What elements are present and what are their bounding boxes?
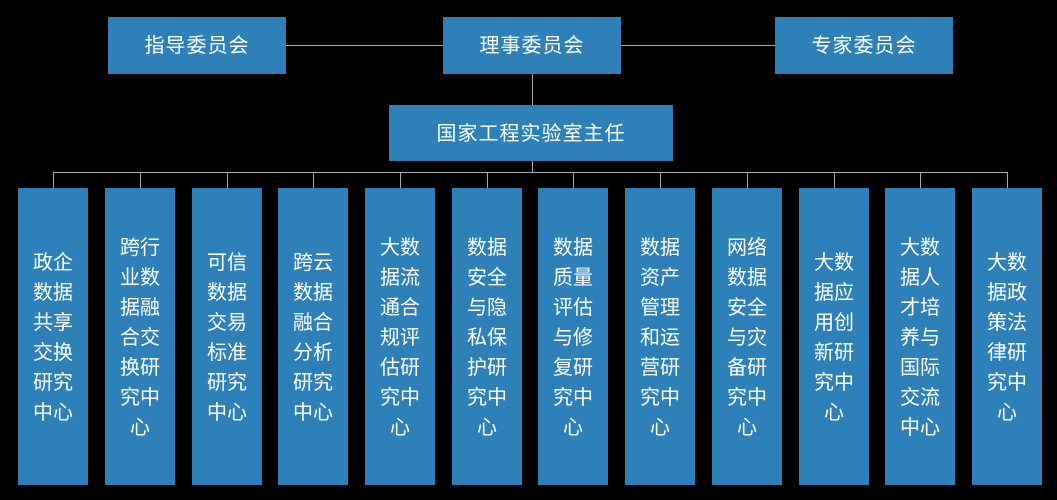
connector-stub-8 — [660, 172, 661, 188]
connector-stub-1 — [53, 172, 54, 188]
node-center-12[interactable]: 大数据政策法律研究中心 — [972, 188, 1042, 485]
node-center-9[interactable]: 网络数据安全与灾备研究中心 — [712, 188, 782, 485]
node-center-10[interactable]: 大数据应用创新研究中心 — [799, 188, 869, 485]
node-label: 指导委员会 — [144, 33, 250, 57]
node-label: 大数据人才培养与国际交流中心 — [900, 234, 940, 439]
node-label: 大数据应用创新研究中心 — [814, 249, 854, 424]
connector-stub-4 — [313, 172, 314, 188]
node-label: 国家工程实验室主任 — [436, 120, 626, 145]
connector-stub-11 — [920, 172, 921, 188]
connector-board-to-director — [532, 74, 533, 105]
node-center-6[interactable]: 数据安全与隐私保护研究中心 — [452, 188, 522, 485]
node-lab-director[interactable]: 国家工程实验室主任 — [389, 105, 673, 161]
node-center-5[interactable]: 大数据流通合规评估研究中心 — [365, 188, 435, 485]
node-label: 可信数据交易标准研究中心 — [207, 249, 247, 424]
node-steering-committee[interactable]: 指导委员会 — [108, 17, 286, 74]
node-label: 大数据流通合规评估研究中心 — [380, 234, 420, 439]
connector-stub-3 — [227, 172, 228, 188]
node-center-3[interactable]: 可信数据交易标准研究中心 — [192, 188, 262, 485]
connector-stub-9 — [747, 172, 748, 188]
node-label: 跨云数据融合分析研究中心 — [293, 249, 333, 424]
node-center-11[interactable]: 大数据人才培养与国际交流中心 — [885, 188, 955, 485]
node-center-7[interactable]: 数据质量评估与修复研究中心 — [538, 188, 608, 485]
node-center-2[interactable]: 跨行业数据融合交换研究中心 — [105, 188, 175, 485]
node-label: 数据资产管理和运营研究中心 — [640, 234, 680, 439]
connector-stub-7 — [573, 172, 574, 188]
connector-stub-2 — [140, 172, 141, 188]
node-label: 理事委员会 — [479, 33, 585, 57]
node-expert-committee[interactable]: 专家委员会 — [775, 17, 953, 74]
node-center-1[interactable]: 政企数据共享交换研究中心 — [18, 188, 88, 485]
node-label: 数据质量评估与修复研究中心 — [553, 234, 593, 439]
node-label: 网络数据安全与灾备研究中心 — [727, 234, 767, 439]
connector-board-to-expert — [621, 45, 775, 46]
connector-stub-12 — [1007, 172, 1008, 188]
node-label: 专家委员会 — [811, 33, 917, 57]
connector-distribution-bus — [53, 172, 1008, 173]
connector-steering-to-board — [286, 45, 443, 46]
connector-stub-5 — [400, 172, 401, 188]
node-label: 大数据政策法律研究中心 — [987, 249, 1027, 424]
node-label: 数据安全与隐私保护研究中心 — [467, 234, 507, 439]
connector-director-to-bus — [532, 161, 533, 172]
node-label: 跨行业数据融合交换研究中心 — [120, 234, 160, 439]
node-label: 政企数据共享交换研究中心 — [33, 249, 73, 424]
connector-stub-6 — [487, 172, 488, 188]
node-center-4[interactable]: 跨云数据融合分析研究中心 — [278, 188, 348, 485]
node-board-committee[interactable]: 理事委员会 — [443, 17, 621, 74]
node-center-8[interactable]: 数据资产管理和运营研究中心 — [625, 188, 695, 485]
connector-stub-10 — [834, 172, 835, 188]
